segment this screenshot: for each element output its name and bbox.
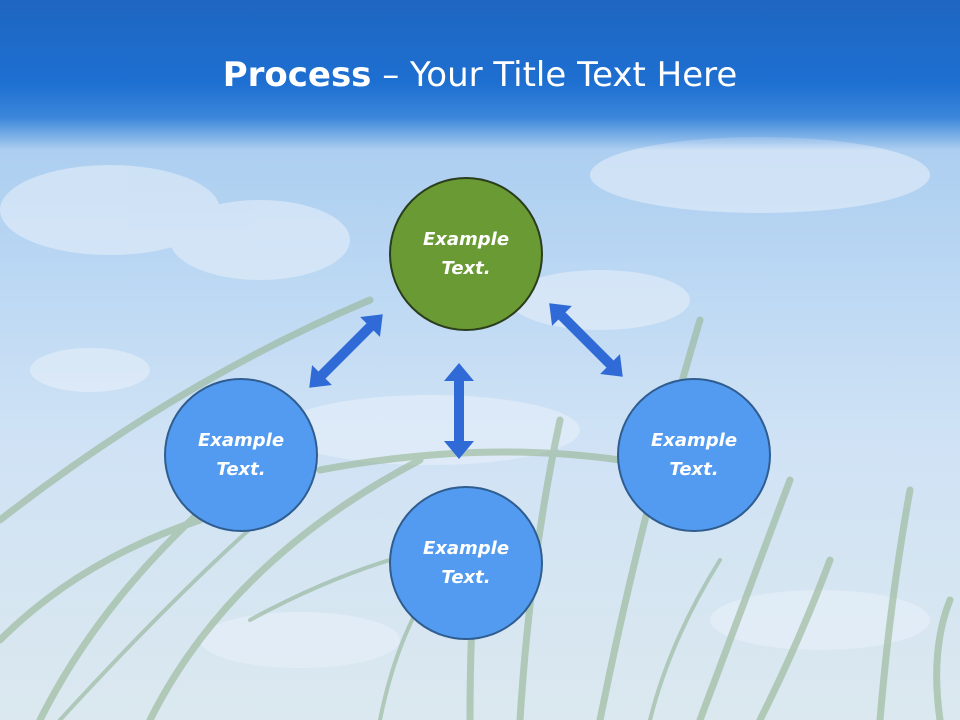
node-top-line1: Example <box>422 229 510 250</box>
node-right: Example Text. <box>617 378 771 532</box>
title-rest: – Your Title Text Here <box>371 55 738 95</box>
node-bottom-line2: Text. <box>441 567 491 588</box>
arrow-center <box>444 363 474 459</box>
slide-title: Process – Your Title Text Here <box>0 52 960 98</box>
title-bold: Process <box>222 55 372 95</box>
node-top-line2: Text. <box>441 258 491 279</box>
node-right-line1: Example <box>650 430 738 451</box>
node-bottom-line1: Example <box>422 538 510 559</box>
arrow-top-right <box>549 303 623 377</box>
node-top: Example Text. <box>389 177 543 331</box>
arrow-top-left <box>309 314 383 388</box>
node-right-line2: Text. <box>669 459 719 480</box>
node-left-line1: Example <box>197 430 285 451</box>
node-left: Example Text. <box>164 378 318 532</box>
node-bottom: Example Text. <box>389 486 543 640</box>
node-left-line2: Text. <box>216 459 266 480</box>
title-banner <box>0 0 960 150</box>
